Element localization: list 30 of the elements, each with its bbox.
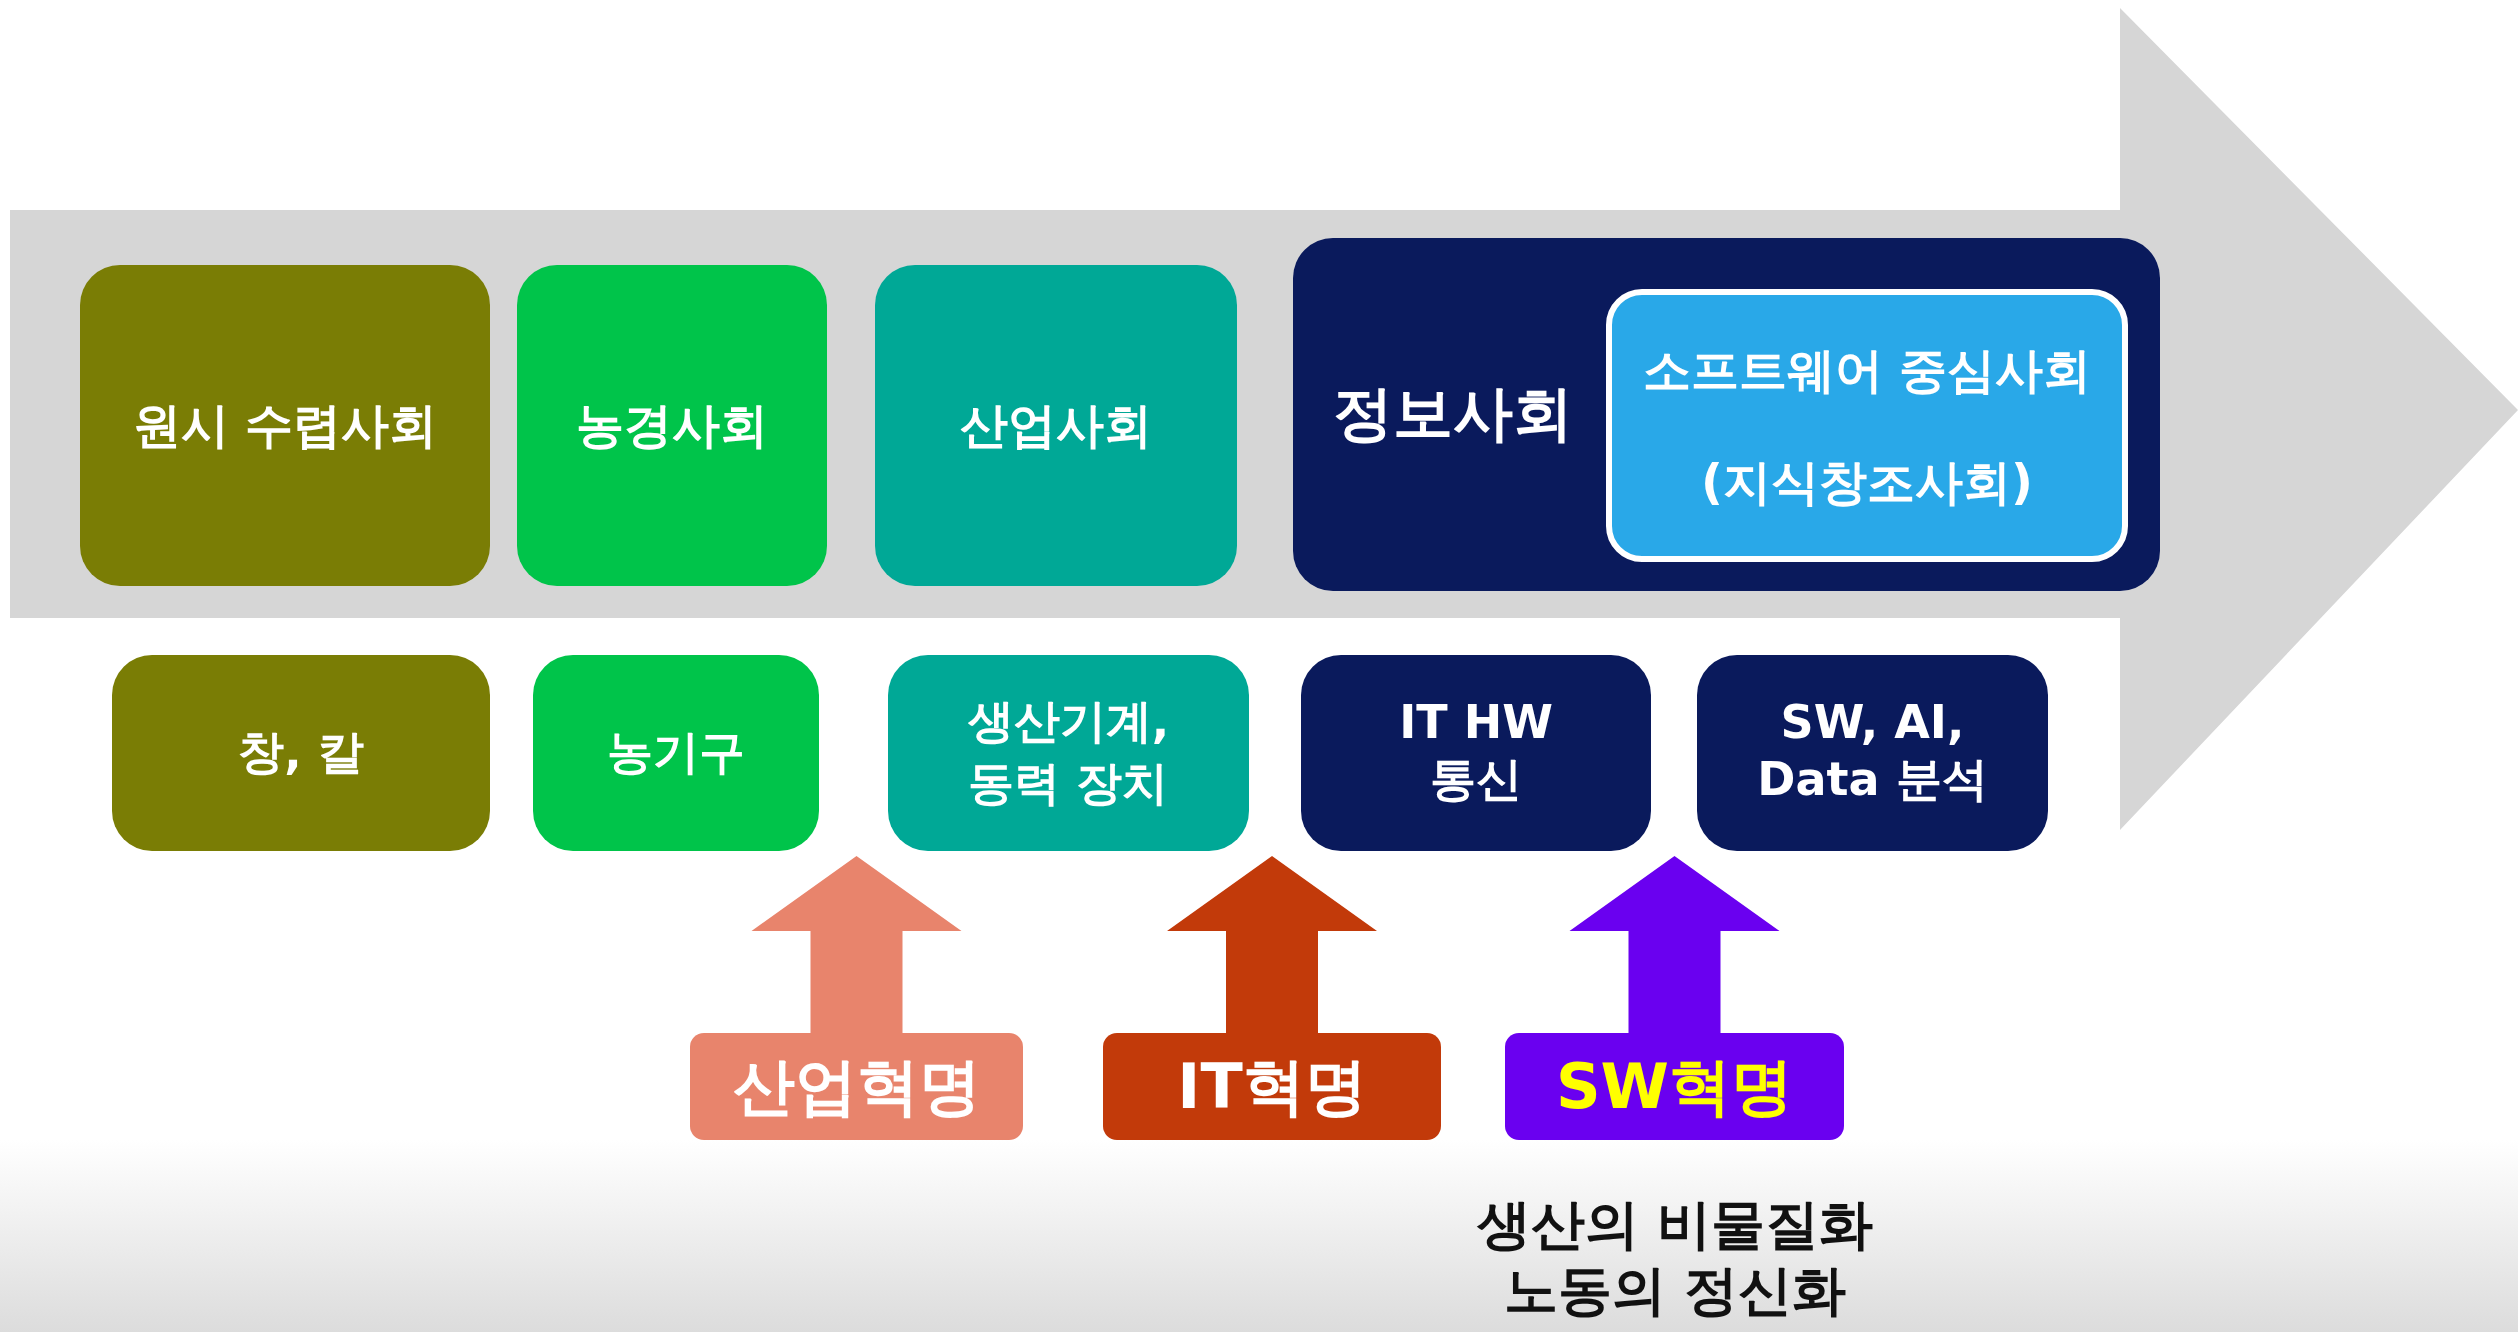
box-label: 산업사회 (960, 395, 1152, 455)
era-box (1606, 289, 2128, 562)
tool-box (112, 655, 490, 851)
era-box (80, 265, 490, 586)
era-box (517, 265, 827, 586)
box-label: 소프트웨어 중심사회 (지식창조사회) (1641, 340, 2093, 512)
revolution-box (690, 1033, 1023, 1140)
tool-box (1697, 655, 2048, 851)
box-label: SW, AI, Data 분석 (1756, 695, 1989, 808)
era-box (1293, 238, 2160, 591)
tool-box (1301, 655, 1651, 851)
revolution-box (1505, 1033, 1844, 1140)
era-box (875, 265, 1237, 586)
box-label: 창, 칼 (238, 724, 364, 781)
revolution-box (1103, 1033, 1441, 1140)
box-label: 원시 수렵사회 (132, 395, 438, 455)
box-label: IT HW 통신 (1398, 695, 1554, 808)
tool-box (533, 655, 819, 851)
box-label: 산업혁명 (732, 1048, 981, 1125)
note-text: 생산의 비물질화 노동의 정신화 (1475, 1192, 1875, 1324)
block-arrow (751, 856, 962, 1033)
box-label: 농기구 (607, 724, 745, 781)
box-label: 생산기계, 동력 장치 (966, 693, 1171, 812)
block-arrow (1569, 856, 1780, 1033)
tool-box (888, 655, 1249, 851)
block-arrow (1167, 856, 1377, 1033)
box-label: SW혁명 (1555, 1048, 1793, 1125)
box-label: IT혁명 (1177, 1048, 1367, 1125)
box-label: 정보사회 (1333, 377, 1573, 450)
box-label: 농경사회 (576, 395, 768, 455)
